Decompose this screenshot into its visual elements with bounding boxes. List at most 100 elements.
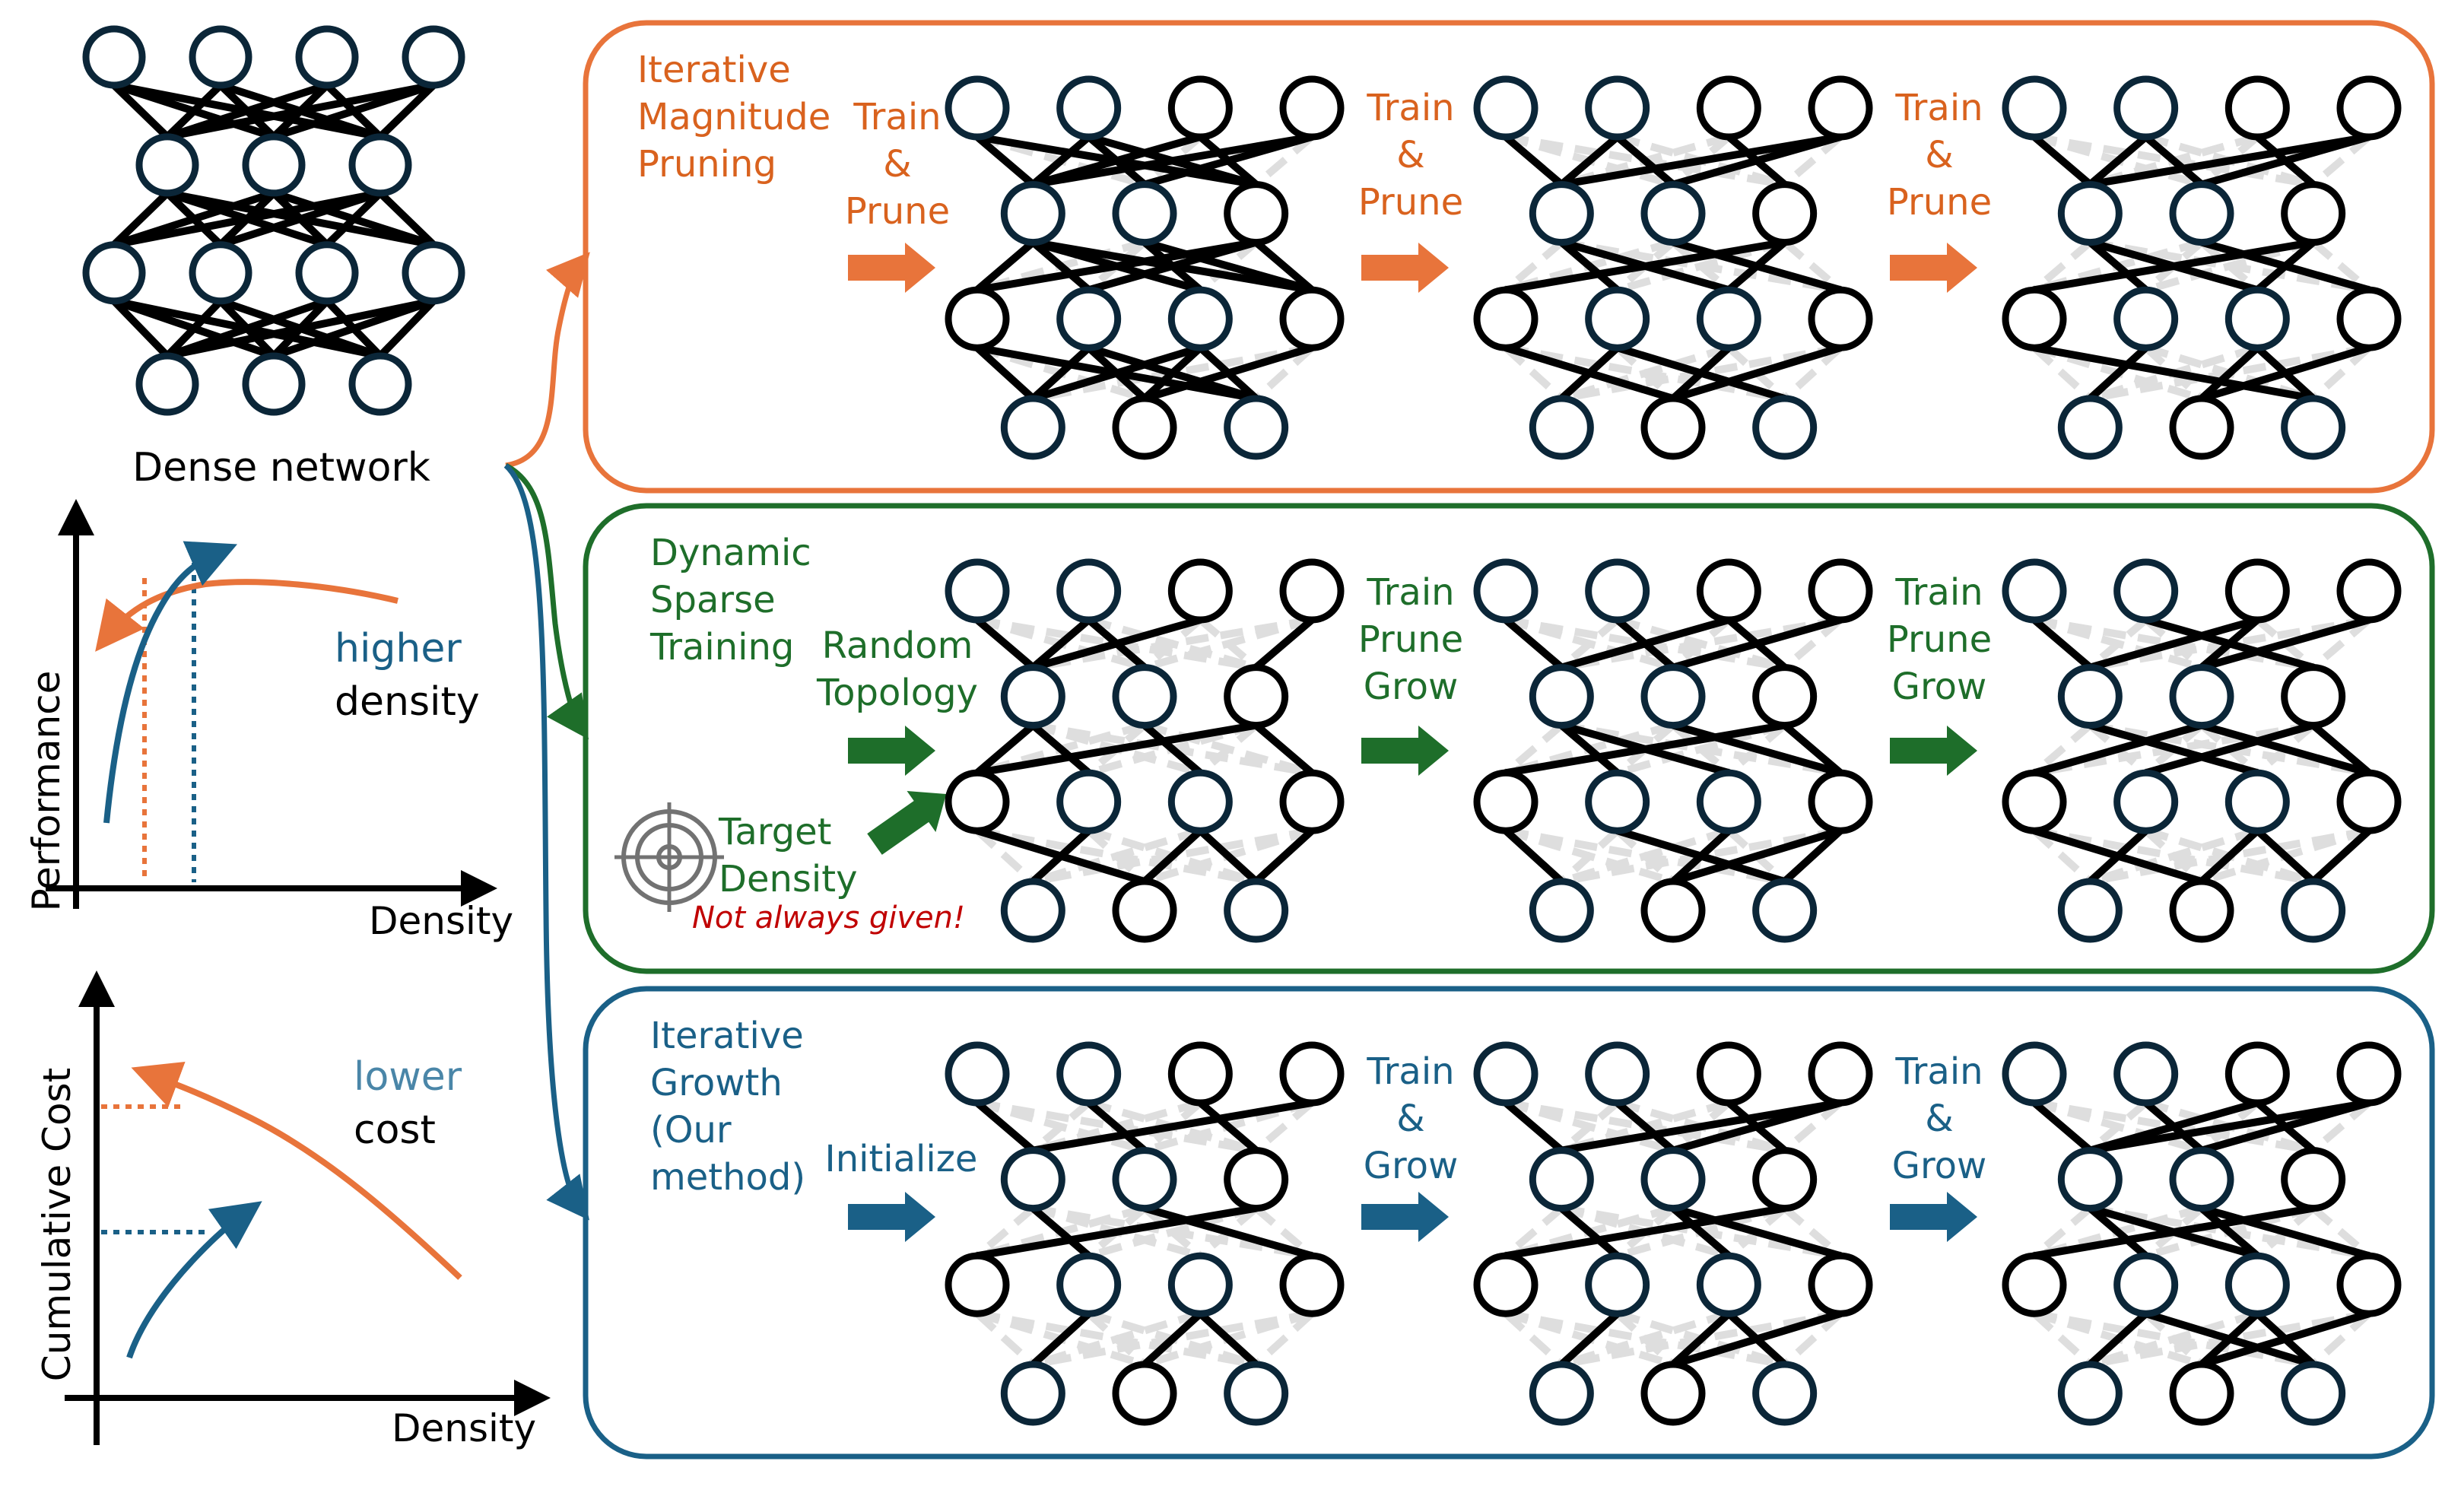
active-edge [2142,133,2205,189]
neuron-node [2113,769,2179,834]
branch-arrow-growth [503,463,589,1221]
step-label-line: Train [1366,1050,1454,1093]
neuron-node [2002,75,2067,141]
neuron-node [1000,395,1065,460]
neuron-node [2169,878,2234,943]
neuron-node [1224,395,1289,460]
active-edge [110,189,384,249]
pruned-edge [1782,617,1843,671]
active-edge [164,81,224,141]
neuron-node [1696,1252,1761,1317]
neuron-node [1752,1147,1818,1212]
active-edge [270,297,437,360]
pruned-edge [2310,1100,2372,1154]
active-edge [1558,1099,1844,1155]
active-edge [1780,721,1844,777]
active-edge [973,238,1037,294]
neuron-node [1112,664,1177,729]
pruned-edge [1032,616,1313,672]
pruned-edge [1088,1204,1258,1260]
pruned-edge [1253,134,1315,188]
panel-title-line: Training [649,626,794,669]
neuron-node [1056,558,1122,624]
active-edge [1780,827,1844,885]
neuron-node [1752,878,1818,943]
neuron-node [1752,664,1818,729]
perf-annotation-higher: higher [335,626,462,672]
active-edge [1196,1099,1260,1155]
neuron-node [1224,878,1289,943]
neuron-node [2113,75,2179,141]
active-edge [270,81,437,141]
active-edge [2086,133,2373,189]
active-edge [1502,827,1566,885]
performance-plot: higher density Density Performance [24,499,513,943]
neuron-node [945,1252,1010,1317]
neuron-node [1696,558,1761,624]
active-edge [2086,133,2150,189]
neuron-node [1056,769,1122,834]
panel-imp: IterativeMagnitudePruningTrain&PruneTrai… [583,20,2435,494]
neuron-node [1640,1147,1706,1212]
neuron-node [2281,395,2346,460]
dst-network-3 [2002,558,2402,943]
pruned-edge [2310,1310,2372,1367]
active-edge [973,1099,1037,1155]
active-edge [1029,1204,1093,1260]
active-edge [2198,1310,2262,1368]
active-edge [1084,238,1260,294]
active-edge [1196,827,1260,885]
cumulative-cost-plot: lower cost Density Cumulative Cost [35,970,551,1450]
neuron-node [1056,1252,1122,1317]
neuron-node [1808,558,1873,624]
neuron-node [2169,664,2234,729]
dst-network-2 [1473,558,1873,943]
active-edge [110,297,171,360]
pruned-edge [1782,1205,1843,1259]
neuron-node [2057,395,2123,460]
neuron-node [1640,664,1706,729]
neuron-node [1585,558,1650,624]
target-density-label: Target [718,811,832,853]
neuron-node [1529,664,1594,729]
neuron-node [1585,1041,1650,1107]
neuron-node [1473,1041,1539,1107]
neuron-node [1224,664,1289,729]
neuron-node [1752,181,1818,246]
neuron-node [2002,286,2067,351]
pruned-edge [1559,1100,1620,1154]
step-label-line: Grow [1364,665,1459,708]
method-panels: IterativeMagnitudePruningTrain&PruneTrai… [583,20,2435,1460]
active-edge [1084,1099,1148,1155]
active-edge [2086,238,2150,294]
neuron-node [1473,75,1539,141]
active-edge [1613,133,1677,189]
active-edge [1196,1310,1260,1368]
neuron-node [1585,286,1650,351]
active-edge [2198,827,2262,885]
neuron-node [295,25,359,89]
active-edge [1669,827,1844,885]
neuron-node [2113,558,2179,624]
step-arrow [1890,726,1977,776]
neuron-node [2224,558,2290,624]
active-edge [2198,1204,2373,1260]
active-edge [2086,1204,2150,1260]
pruned-edge [1782,345,1843,402]
neuron-node [2002,558,2067,624]
step-label-line: Train [1894,571,1983,614]
neuron-node [1167,558,1233,624]
panel-title-line: Iterative [637,49,791,91]
cost-x-label: Density [392,1406,536,1450]
active-edge [1558,133,1844,189]
neuron-node [2057,878,2123,943]
pruned-edge [2310,345,2372,402]
neuron-node [189,241,252,305]
pruned-edge [1253,1205,1315,1259]
neuron-node [1224,1361,1289,1426]
neuron-node [402,25,465,89]
pruned-edge [2310,1205,2372,1259]
neuron-node [242,133,306,197]
active-edge [973,616,1037,672]
neuron-node [1752,395,1818,460]
